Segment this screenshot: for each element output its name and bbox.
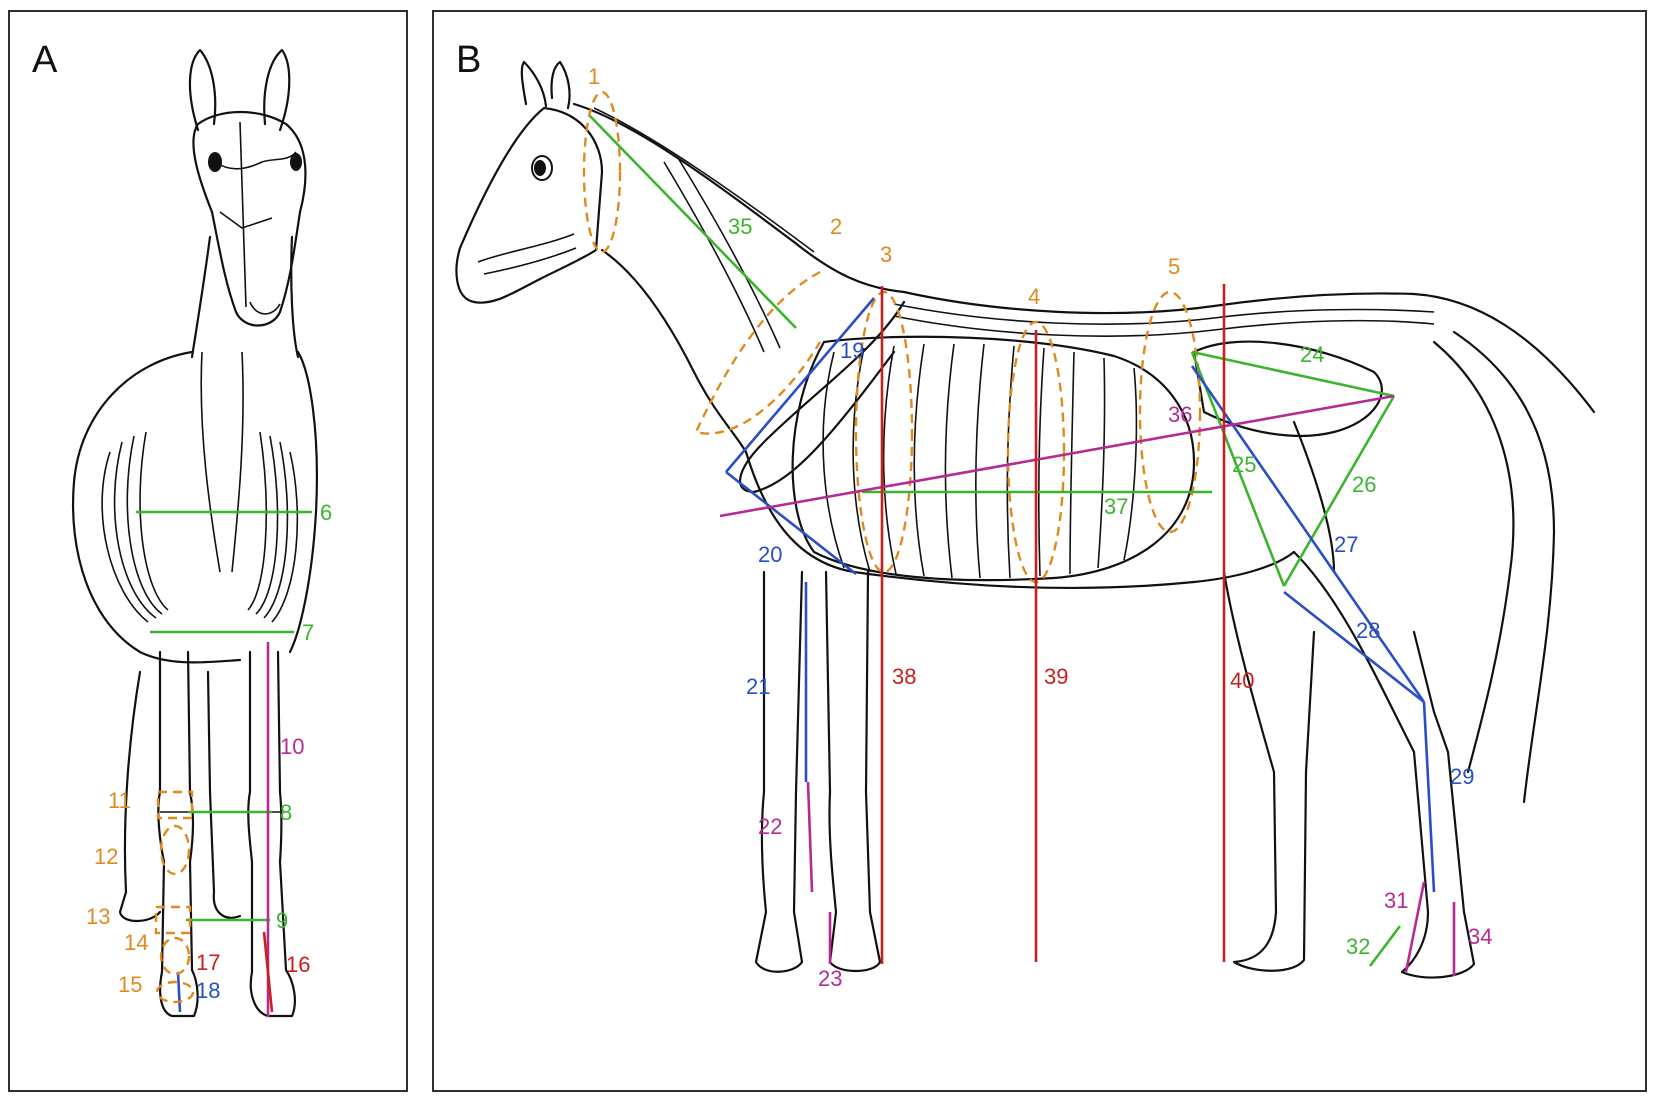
measure-label-21: 21: [746, 674, 770, 699]
measure-label-20: 20: [758, 542, 782, 567]
measure-label-36: 36: [1168, 402, 1192, 427]
measure-label-32: 32: [1346, 934, 1370, 959]
measure-label-24: 24: [1300, 342, 1324, 367]
measure-label-29: 29: [1450, 764, 1474, 789]
side-view-skeleton-figure: B: [455, 39, 1596, 991]
panel-b-label: B: [456, 39, 481, 81]
front-measurement-lines: [136, 510, 312, 1017]
measure-label-8: 8: [280, 800, 292, 825]
measure-label-18: 18: [196, 978, 220, 1003]
front-view-skeleton-figure: A: [32, 39, 332, 1018]
measure-label-37: 37: [1104, 494, 1128, 519]
panel-a-label: A: [32, 39, 58, 81]
measure-label-7: 7: [302, 620, 314, 645]
panel-a-front-view: A: [8, 10, 408, 1092]
measure-label-16: 16: [286, 952, 310, 977]
measure-label-25: 25: [1232, 452, 1256, 477]
measure-label-22: 22: [758, 814, 782, 839]
side-horse-outline: [455, 60, 1596, 979]
measure-label-11: 11: [108, 788, 131, 813]
measure-label-17: 17: [196, 950, 220, 975]
measure-label-5: 5: [1168, 254, 1180, 279]
measure-label-13: 13: [86, 904, 110, 929]
measure-label-19: 19: [840, 338, 864, 363]
measure-label-34: 34: [1468, 924, 1492, 949]
measure-label-28: 28: [1356, 618, 1380, 643]
measure-label-15: 15: [118, 972, 142, 997]
measure-label-23: 23: [818, 966, 842, 991]
measure-label-40: 40: [1230, 668, 1254, 693]
side-measurement-labels: 1 2 3 4 5 19 20 21 22 23 24 25 26 27 28 …: [588, 64, 1492, 991]
measure-label-39: 39: [1044, 664, 1068, 689]
measure-label-9: 9: [276, 908, 288, 933]
measure-label-6: 6: [320, 500, 332, 525]
front-horse-outline: [71, 48, 318, 1018]
measure-label-31: 31: [1384, 888, 1408, 913]
front-measurement-labels: 6 7 8 9 10 11 12 13 14 15 16 17 18: [86, 500, 332, 1003]
measure-label-2: 2: [830, 214, 842, 239]
measure-label-27: 27: [1334, 532, 1358, 557]
side-measurement-lines: [582, 90, 1456, 976]
measure-label-4: 4: [1028, 284, 1040, 309]
measure-label-35: 35: [728, 214, 752, 239]
measure-label-12: 12: [94, 844, 118, 869]
measure-label-1: 1: [588, 64, 600, 89]
measure-label-26: 26: [1352, 472, 1376, 497]
measure-label-14: 14: [124, 930, 148, 955]
measure-label-10: 10: [280, 734, 304, 759]
panel-b-side-view: B: [432, 10, 1647, 1092]
measure-label-38: 38: [892, 664, 916, 689]
measure-label-3: 3: [880, 242, 892, 267]
